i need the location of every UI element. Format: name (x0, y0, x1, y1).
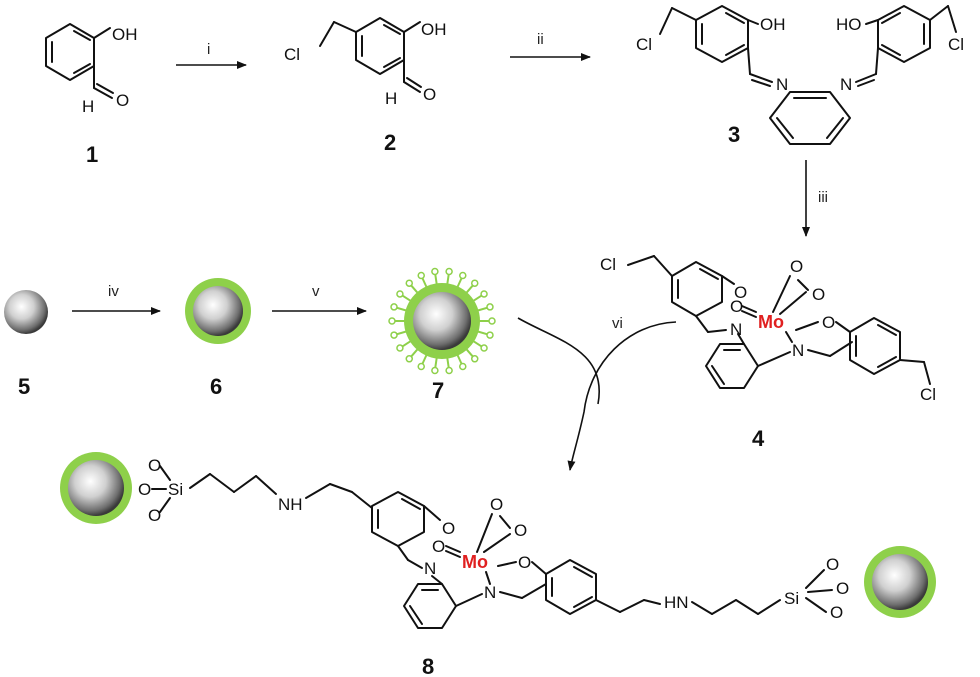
peroxo-oxygen-2-label: O (514, 521, 527, 540)
phenoxide-oxygen-left-label: O (442, 519, 455, 538)
step-label-v: v (312, 283, 320, 300)
siloxy-oxygen-5-label: O (836, 579, 849, 598)
ligand-head (405, 279, 414, 287)
compound-number-7: 7 (432, 378, 444, 403)
compound-1-salicylaldehyde: OH O H (45, 23, 138, 116)
ligand-head (396, 344, 404, 352)
imine-nitrogen-right-label: N (484, 583, 496, 602)
arrow-step-vi (517, 317, 601, 405)
ligand-head (470, 355, 479, 363)
siloxy-oxygen-6-label: O (830, 603, 843, 622)
aldehyde-oxygen-label: O (116, 91, 129, 110)
peroxo-oxygen-1-label: O (790, 257, 803, 276)
bare-nanoparticle-5 (4, 290, 48, 334)
compound-number-4: 4 (752, 426, 765, 451)
siloxy-oxygen-2-label: O (138, 480, 151, 499)
molybdenum-center: Mo (758, 312, 784, 332)
chloro-left-label: Cl (600, 255, 616, 274)
imine-nitrogen-left-label: N (776, 75, 788, 94)
ligand-head (488, 317, 496, 325)
imine-nitrogen-right-label: N (792, 341, 804, 360)
ligand-head (459, 362, 467, 371)
compound-3-salen-ligand: OH Cl N HO Cl N (636, 5, 964, 145)
ligand-head (431, 267, 439, 276)
compound-number-8: 8 (422, 654, 434, 677)
phenoxide-oxygen-left-label: O (734, 283, 747, 302)
ligand-head (486, 303, 494, 311)
oxo-oxygen-label: O (730, 297, 743, 316)
silicon-left-label: Si (168, 480, 183, 499)
compound-number-6: 6 (210, 374, 222, 399)
amine-right-label: HN (664, 593, 689, 612)
step-label-iii: iii (818, 189, 828, 206)
coated-nanoparticle-6 (185, 278, 251, 344)
step-label-ii: ii (537, 31, 544, 48)
compound-number-2: 2 (384, 130, 396, 155)
siloxy-oxygen-1-label: O (148, 456, 161, 475)
ligand-head (459, 271, 467, 280)
hydroxyl-label: OH (421, 20, 447, 39)
chloro-left-label: Cl (636, 35, 652, 54)
amine-left-label: NH (278, 495, 303, 514)
hydroxyl-right-label: HO (836, 15, 862, 34)
ligand-head (445, 267, 453, 276)
ligand-head (390, 303, 398, 311)
chloro-right-label: Cl (948, 35, 964, 54)
molybdenum-center: Mo (462, 552, 488, 572)
ligand-head (486, 331, 494, 339)
step-label-iv: iv (108, 283, 119, 300)
oxo-oxygen-label: O (432, 537, 445, 556)
compound-8-immobilized-catalyst: O O O Si NH O N Mo O O O O N (60, 452, 936, 629)
phenoxide-oxygen-right-label: O (518, 553, 531, 572)
peroxo-oxygen-2-label: O (812, 285, 825, 304)
hydroxyl-left-label: OH (760, 15, 786, 34)
ligand-head (396, 290, 404, 298)
ligand-head (470, 279, 479, 287)
compound-number-5: 5 (18, 374, 30, 399)
aldehyde-oxygen-label: O (423, 85, 436, 104)
step-label-vi: vi (612, 315, 623, 332)
ligand-head (431, 366, 439, 375)
siloxy-oxygen-3-label: O (148, 506, 161, 525)
ligand-head (445, 366, 453, 375)
ligand-head (388, 317, 396, 325)
ligand-head (405, 355, 414, 363)
ligand-head (417, 271, 425, 280)
compound-number-3: 3 (728, 122, 740, 147)
phenoxide-oxygen-right-label: O (822, 313, 835, 332)
compound-2-chloromethyl-salicylaldehyde: OH Cl O H (284, 17, 447, 108)
compound-4-mo-complex: Cl O N Mo O O O O N (600, 255, 936, 404)
chloro-right-label: Cl (920, 385, 936, 404)
chloro-label: Cl (284, 45, 300, 64)
arrow-step-vi-branch (567, 321, 677, 471)
ligand-head (480, 344, 488, 352)
siloxy-oxygen-4-label: O (826, 555, 839, 574)
functionalized-nanoparticle-7 (388, 267, 496, 375)
peroxo-oxygen-1-label: O (490, 495, 503, 514)
aldehyde-hydrogen-label: H (385, 89, 397, 108)
silicon-right-label: Si (784, 589, 799, 608)
step-label-i: i (207, 41, 210, 58)
imine-nitrogen-left-label: N (424, 559, 436, 578)
imine-nitrogen-right-label: N (840, 75, 852, 94)
hydroxyl-label: OH (112, 25, 138, 44)
ligand-head (390, 331, 398, 339)
ligand-head (480, 290, 488, 298)
ligand-head (417, 362, 425, 371)
compound-number-1: 1 (86, 142, 98, 167)
aldehyde-hydrogen-label: H (82, 97, 94, 116)
